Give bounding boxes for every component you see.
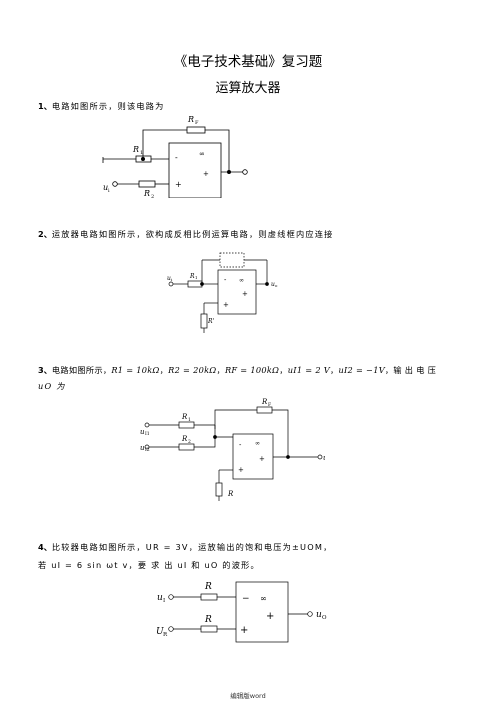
label-minus: − xyxy=(242,594,250,604)
label-infinity: ∞ xyxy=(199,150,205,158)
svg-text:o: o xyxy=(275,283,278,288)
page-footer: 编辑版word xyxy=(230,692,266,700)
opamp-box xyxy=(168,142,222,198)
question-3: 3、电路如图所示，R1 = 10kΩ，R2 = 20kΩ，RF = 100kΩ，… xyxy=(38,365,437,375)
svg-text:1: 1 xyxy=(140,150,143,156)
question-1-number: 1、 xyxy=(38,101,52,111)
svg-text:1: 1 xyxy=(195,275,198,280)
label-infinity: ∞ xyxy=(239,277,244,284)
label-r: R xyxy=(227,490,234,498)
question-2-text: 运放器电路如图所示，欲构成反相比例运算电路，则虚线框内应连接 xyxy=(51,229,334,239)
document-title: 《电子技术基础》复习题 xyxy=(173,54,323,70)
circuit-1-diagram: R F R 1 R 2 u i - + ∞ + xyxy=(102,115,248,198)
question-1-text: 电路如图所示，则该电路为 xyxy=(51,101,165,111)
resistor-r1 xyxy=(187,280,203,288)
question-4-line-2: 若 uI = 6 sin ωt v，要 求 出 uI 和 uO 的波形。 xyxy=(38,560,260,570)
svg-text:i: i xyxy=(108,188,110,194)
opamp-box xyxy=(232,433,274,480)
label-r1: R xyxy=(132,145,139,154)
resistor-r-bottom xyxy=(200,625,218,633)
question-2: 2、运放器电路如图所示，欲构成反相比例运算电路，则虚线框内应连接 xyxy=(38,228,334,240)
label-r-prime: R' xyxy=(207,318,215,325)
svg-text:I2: I2 xyxy=(145,447,150,453)
value-rf: RF = 100kΩ xyxy=(224,365,280,375)
label-minus: - xyxy=(239,441,242,449)
value-ui1: uI1 = 2 V xyxy=(287,365,330,375)
label-plus: + xyxy=(175,180,182,189)
circuit-4-diagram: R R u I U R u O − + ∞ + xyxy=(156,581,327,643)
label-ui: u xyxy=(167,275,171,282)
label-r-top: R xyxy=(204,582,212,592)
label-ur: U xyxy=(156,627,164,637)
question-3-number: 3、 xyxy=(38,365,52,375)
label-out-plus: + xyxy=(259,455,265,463)
svg-text:2: 2 xyxy=(151,194,154,198)
svg-text:F: F xyxy=(195,120,199,126)
question-4: 4、比较器电路如图所示，UR = 3V，运放输出的饱和电压为±UOM， xyxy=(38,541,333,553)
question-4-number: 4、 xyxy=(38,542,52,552)
label-ui1: u xyxy=(140,428,145,436)
label-rf: R xyxy=(261,398,268,406)
label-rf: R xyxy=(187,115,194,124)
label-r2: R xyxy=(181,435,188,443)
svg-text:i: i xyxy=(171,277,173,282)
label-uo: u xyxy=(271,281,275,288)
question-4-text: 比较器电路如图所示，UR = 3V，运放输出的饱和电压为±UOM， xyxy=(51,542,333,552)
label-plus: + xyxy=(238,466,244,474)
label-ui2: u xyxy=(140,444,145,452)
label-ui: u xyxy=(157,593,163,603)
opamp-box xyxy=(235,581,289,643)
label-out-plus: + xyxy=(242,290,248,298)
value-ui2: uI2 = −1V xyxy=(338,365,385,375)
circuit-2-diagram: u i R 1 R' u o - + ∞ + xyxy=(167,252,278,333)
resistor-r-prime xyxy=(200,313,208,329)
resistor-r2 xyxy=(138,180,156,188)
label-out-plus: + xyxy=(266,611,274,622)
document-subtitle: 运算放大器 xyxy=(215,81,281,96)
label-plus: + xyxy=(223,301,229,309)
value-r2: R2 = 20kΩ xyxy=(168,365,217,375)
label-uo: u xyxy=(316,610,322,620)
label-minus: - xyxy=(224,276,227,284)
label-ui: u xyxy=(103,183,108,192)
label-r1: R xyxy=(189,273,195,280)
opamp-box xyxy=(217,269,257,315)
label-r-bottom: R xyxy=(204,615,212,625)
svg-text:1: 1 xyxy=(188,417,191,423)
resistor-r xyxy=(215,482,223,497)
svg-text:2: 2 xyxy=(188,439,191,445)
label-out-plus: + xyxy=(203,170,209,178)
svg-text:I1: I1 xyxy=(145,431,150,437)
question-2-number: 2、 xyxy=(38,229,52,239)
circuit-3-diagram: R F R 1 R 2 u I1 u I2 R u o - + ∞ + xyxy=(140,398,325,501)
question-1: 1、电路如图所示，则该电路为 xyxy=(38,100,165,112)
label-infinity: ∞ xyxy=(255,440,260,447)
label-uo: u xyxy=(323,454,325,462)
resistor-rf xyxy=(186,126,206,134)
label-r2: R xyxy=(143,189,150,198)
label-minus: - xyxy=(175,153,178,162)
svg-text:F: F xyxy=(268,402,271,408)
label-plus: + xyxy=(240,625,248,636)
value-r1: R1 = 10kΩ xyxy=(111,365,160,375)
label-r1: R xyxy=(181,413,188,421)
label-infinity: ∞ xyxy=(260,594,267,603)
dashed-box xyxy=(219,252,245,268)
svg-text:O: O xyxy=(322,615,327,621)
question-3-line-2: uO 为 xyxy=(38,381,66,391)
svg-text:I: I xyxy=(163,598,165,604)
resistor-r2 xyxy=(178,443,195,451)
svg-text:R: R xyxy=(163,632,168,638)
resistor-r-top xyxy=(200,593,218,601)
resistor-r1 xyxy=(178,421,195,429)
